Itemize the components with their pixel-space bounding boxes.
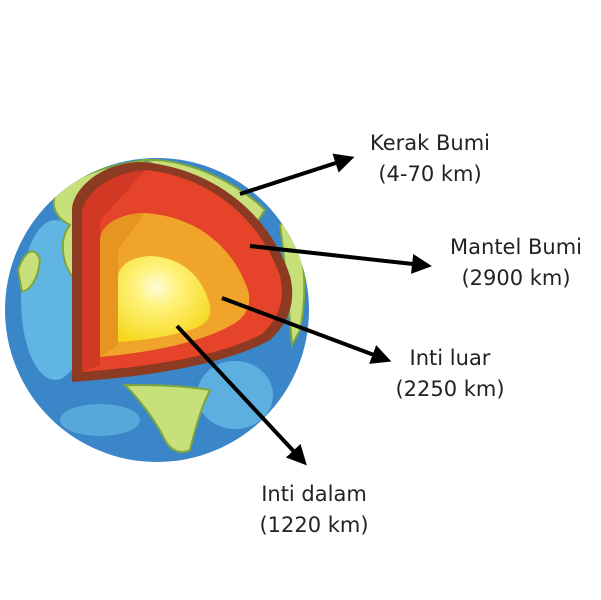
mantle-arrow xyxy=(249,244,432,274)
outer-core-arrow xyxy=(221,296,392,364)
crust-arrow xyxy=(239,153,355,196)
continent xyxy=(16,250,42,294)
crust-size: (4-70 km) xyxy=(378,162,482,186)
outer-core-cut-face xyxy=(100,213,145,357)
ocean-highlight xyxy=(60,404,140,436)
mantle-cut-face xyxy=(82,170,146,372)
outer-core-label: Inti luar (2250 km) xyxy=(360,343,540,405)
inner-core-name: Inti dalam xyxy=(261,482,367,506)
pointer-arrows xyxy=(175,153,432,466)
cutaway xyxy=(72,162,293,382)
mantle-name: Mantel Bumi xyxy=(450,235,582,259)
continent xyxy=(122,383,212,453)
inner-core-layer xyxy=(118,256,211,342)
inner-core-size: (1220 km) xyxy=(259,513,369,537)
ocean-highlight xyxy=(197,361,273,429)
crust-name: Kerak Bumi xyxy=(370,131,490,155)
inner-core-arrow xyxy=(175,324,307,466)
mantle-label: Mantel Bumi (2900 km) xyxy=(426,232,601,294)
outer-core-size: (2250 km) xyxy=(395,377,505,401)
outer-core-name: Inti luar xyxy=(409,346,491,370)
mantle-size: (2900 km) xyxy=(461,266,571,290)
inner-core-label: Inti dalam (1220 km) xyxy=(224,479,404,541)
crust-label: Kerak Bumi (4-70 km) xyxy=(340,128,520,190)
